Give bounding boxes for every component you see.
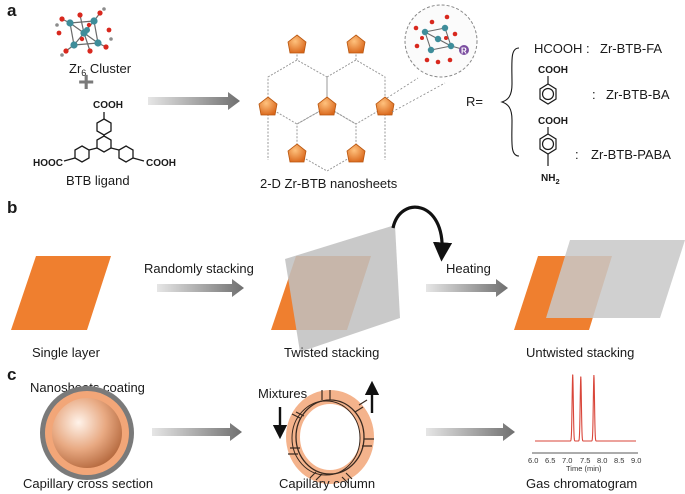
option-fa-name: Zr-BTB-FA	[600, 41, 662, 56]
gc-peak-1	[572, 374, 574, 376]
option-ba-benzene	[539, 76, 557, 105]
gc-tick-8-5: 8.5	[614, 456, 624, 465]
panel-b: b Single layer Randomly stacking Twisted…	[7, 198, 685, 360]
gc-tick-9-0: 9.0	[631, 456, 641, 465]
capillary-arrow	[152, 423, 242, 441]
btb-ligand-structure	[63, 112, 145, 163]
twisted-top-sheet	[285, 225, 400, 352]
btb-ligand-label: BTB ligand	[66, 173, 130, 188]
ligand-right-carboxyl: COOH	[146, 158, 176, 169]
panel-c-letter: c	[7, 365, 16, 384]
zr-octahedra-nodes	[258, 34, 395, 163]
gc-ticks: 6.0 6.5 7.0 7.5 8.0 8.5 9.0	[528, 456, 641, 465]
r-group-marker	[459, 45, 469, 55]
gas-chromatogram-label: Gas chromatogram	[526, 476, 637, 491]
untwisted-top-sheet	[546, 240, 685, 318]
zr6-cluster-label: Zr6 Cluster	[69, 61, 132, 78]
option-fa-colon: :	[586, 41, 590, 56]
stacking-arrow	[157, 279, 244, 297]
panel-b-letter: b	[7, 198, 17, 217]
gc-peak-markers	[572, 374, 595, 378]
cross-section-label: Capillary cross section	[23, 476, 153, 491]
gc-tick-6-5: 6.5	[545, 456, 555, 465]
capillary-cross-section	[40, 386, 134, 480]
gc-arrow	[426, 423, 515, 441]
gc-tick-7-0: 7.0	[562, 456, 572, 465]
panel-a: a	[7, 1, 671, 191]
gc-axis-title: Time (min)	[566, 464, 602, 473]
gas-chromatogram: 6.0 6.5 7.0 7.5 8.0 8.5 9.0 Time (min)	[528, 374, 641, 473]
panel-a-letter: a	[7, 1, 17, 20]
svg-text:R: R	[461, 47, 467, 56]
randomly-stacking-label: Randomly stacking	[144, 261, 254, 276]
gc-trace	[535, 374, 636, 442]
zr6-cluster-model	[55, 7, 113, 57]
heating-label: Heating	[446, 261, 491, 276]
panel-c: c Nanosheets coating Capillary cross sec…	[7, 365, 641, 491]
mixtures-label: Mixtures	[258, 386, 308, 401]
single-layer-sheet	[11, 256, 111, 330]
option-fa-group: HCOOH	[534, 41, 582, 56]
option-paba-amine: NH2	[541, 173, 560, 186]
option-paba-benzene	[539, 127, 557, 166]
capillary-column-coil	[286, 390, 374, 484]
option-ba-carboxyl: COOH	[538, 65, 568, 76]
gc-tick-6-0: 6.0	[528, 456, 538, 465]
gc-tick-7-5: 7.5	[580, 456, 590, 465]
r-equals-label: R=	[466, 94, 483, 109]
ligand-left-carboxyl: HOOC	[33, 158, 63, 169]
gc-tick-8-0: 8.0	[597, 456, 607, 465]
option-paba-carboxyl: COOH	[538, 116, 568, 127]
reaction-arrow	[148, 92, 240, 110]
single-layer-label: Single layer	[32, 345, 101, 360]
zoom-callout: R	[386, 4, 478, 113]
option-ba-colon: :	[592, 87, 596, 102]
plus-sign: +	[78, 66, 94, 97]
options-brace	[500, 47, 520, 157]
option-paba-name: Zr-BTB-PABA	[591, 147, 671, 162]
nanosheets-label: 2-D Zr-BTB nanosheets	[260, 176, 398, 191]
twisted-stacking-label: Twisted stacking	[284, 345, 379, 360]
zr-btb-nanosheet-framework	[258, 34, 395, 172]
option-ba-name: Zr-BTB-BA	[606, 87, 670, 102]
gc-peak-2	[580, 376, 582, 378]
heating-arrow	[426, 279, 508, 297]
untwisted-stacking-label: Untwisted stacking	[526, 345, 634, 360]
ligand-top-carboxyl: COOH	[93, 100, 123, 111]
option-paba-colon: :	[575, 147, 579, 162]
rotation-arrow	[391, 205, 453, 262]
gc-peak-3	[593, 375, 595, 377]
capillary-column-label: Capillary column	[279, 476, 375, 491]
